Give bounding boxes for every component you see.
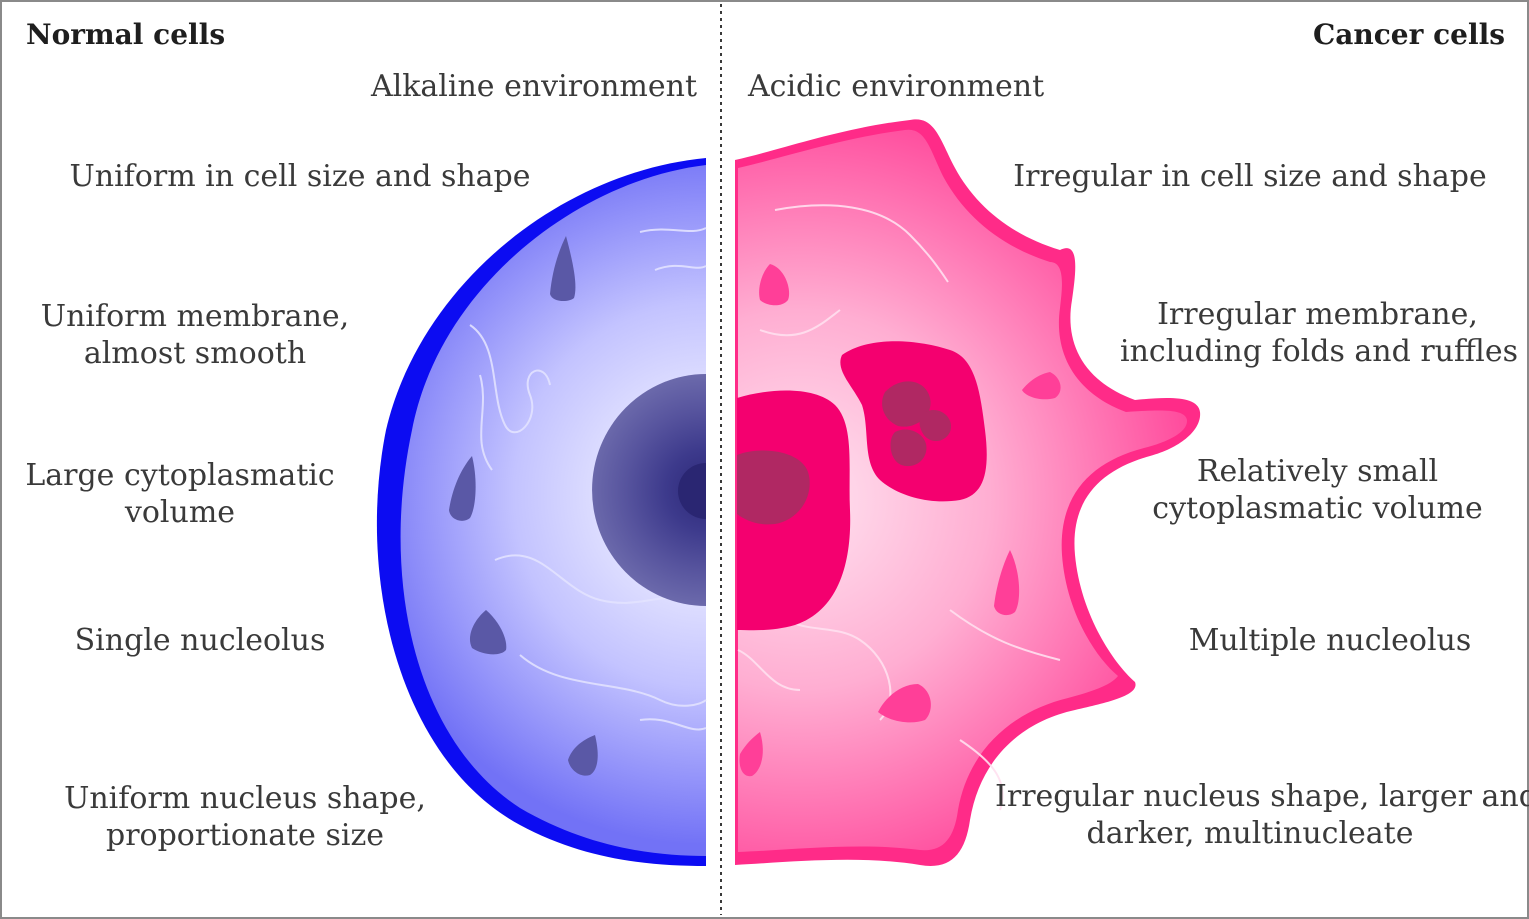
normal-shape-label: Uniform in cell size and shape xyxy=(20,158,580,195)
cancer-nucleolus-label: Multiple nucleolus xyxy=(1180,622,1480,659)
normal-environment-label: Alkaline environment xyxy=(371,68,697,105)
cancer-cells-title: Cancer cells xyxy=(1313,18,1505,51)
cancer-nucleus-line2: darker, multinucleate xyxy=(995,815,1505,852)
cancer-membrane-line1: Irregular membrane, xyxy=(1120,296,1515,333)
cancer-cell xyxy=(735,119,1200,866)
cancer-shape-label: Irregular in cell size and shape xyxy=(1010,158,1490,195)
normal-nucleus-line1: Uniform nucleus shape, xyxy=(20,780,470,817)
normal-cytoplasm-line1: Large cytoplasmatic xyxy=(20,457,340,494)
normal-membrane-label: Uniform membrane, almost smooth xyxy=(20,298,370,372)
normal-nucleolus-label: Single nucleolus xyxy=(20,622,380,659)
cancer-cytoplasm-line1: Relatively small xyxy=(1140,453,1495,490)
cancer-cytoplasm-line2: cytoplasmatic volume xyxy=(1140,490,1495,527)
normal-membrane-line2: almost smooth xyxy=(20,335,370,372)
normal-nucleus-line2: proportionate size xyxy=(20,817,470,854)
cancer-membrane-line2: including folds and ruffles xyxy=(1120,333,1515,370)
normal-nucleus-label: Uniform nucleus shape, proportionate siz… xyxy=(20,780,470,854)
cancer-membrane-label: Irregular membrane, including folds and … xyxy=(1120,296,1515,370)
normal-cytoplasm-line2: volume xyxy=(20,494,340,531)
normal-cells-title: Normal cells xyxy=(26,18,225,51)
normal-cell xyxy=(377,158,706,866)
cancer-nucleus-line1: Irregular nucleus shape, larger and xyxy=(995,778,1505,815)
cancer-cytoplasm-label: Relatively small cytoplasmatic volume xyxy=(1140,453,1495,527)
normal-membrane-line1: Uniform membrane, xyxy=(20,298,370,335)
cancer-nucleus-label: Irregular nucleus shape, larger and dark… xyxy=(995,778,1505,852)
cancer-environment-label: Acidic environment xyxy=(748,68,1044,105)
normal-cytoplasm-label: Large cytoplasmatic volume xyxy=(20,457,340,531)
